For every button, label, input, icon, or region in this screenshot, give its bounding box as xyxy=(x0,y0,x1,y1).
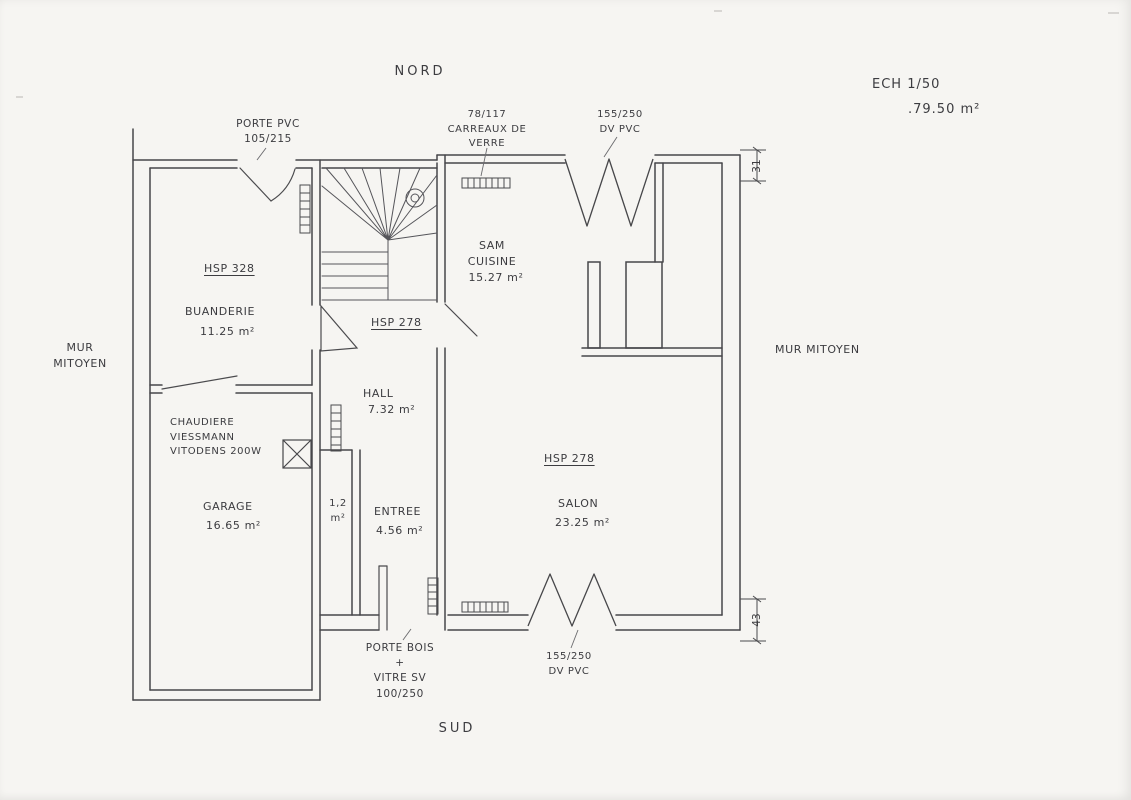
window-south-annotation: 155/250 DV PVC xyxy=(546,651,592,677)
door-hall-kitchen-leaf xyxy=(444,303,478,337)
salon-name-label: SALON xyxy=(558,497,599,510)
walls-group xyxy=(132,128,741,701)
leader-lines-group xyxy=(256,136,618,649)
radiator-hall xyxy=(330,404,342,452)
glass-blocks-panel xyxy=(461,177,511,189)
window-south-casement xyxy=(527,573,617,627)
dim-bottom-right-label: 43 xyxy=(751,613,763,627)
door-north-annotation: PORTE PVC 105/215 xyxy=(236,118,300,146)
garage-area-label: 16.65 m² xyxy=(206,519,261,532)
sam-cuisine-area-label: 15.27 m² xyxy=(468,271,524,284)
hall-name-label: HALL xyxy=(363,387,394,400)
dim-mark-bottom-right xyxy=(740,595,766,645)
stair-start-symbol xyxy=(405,188,425,208)
buanderie-area-label: 11.25 m² xyxy=(200,325,255,338)
door-south-annotation: PORTE BOIS + VITRE SV 100/250 xyxy=(365,642,435,700)
dimension-marks-group xyxy=(740,146,766,645)
scan-marks xyxy=(16,10,1119,98)
garage-name-label: GARAGE xyxy=(203,500,253,513)
hall-area-label: 7.32 m² xyxy=(368,403,416,416)
boiler-annotation: CHAUDIERE VIESSMANN VITODENS 200W xyxy=(170,417,262,457)
party-wall-right-label: MUR MITOYEN xyxy=(775,343,860,356)
glass-blocks-annotation: 78/117 CARREAUX DE VERRE xyxy=(447,109,527,149)
scale-label: ECH 1/50 xyxy=(872,77,941,92)
radiator-stairs xyxy=(299,184,311,234)
radiators-group xyxy=(299,177,511,615)
buanderie-name-label: BUANDERIE xyxy=(185,305,256,318)
hall-hsp-label: HSP 278 xyxy=(371,316,422,329)
door-south-leaf xyxy=(378,565,388,631)
window-north-casement xyxy=(564,158,654,227)
placard-area-label: 1,2 m² xyxy=(329,498,347,524)
dim-mark-top-right xyxy=(740,146,766,185)
doors-group xyxy=(161,167,478,631)
total-area-label: .79.50 m² xyxy=(908,102,981,117)
compass-south-label: SUD xyxy=(438,721,476,736)
door-buanderie-hall xyxy=(320,304,359,352)
windows-group xyxy=(527,158,654,627)
salon-hsp-label: HSP 278 xyxy=(544,452,595,465)
entree-area-label: 4.56 m² xyxy=(376,524,424,537)
compass-north-label: NORD xyxy=(394,64,446,79)
stairs-group xyxy=(321,167,438,301)
entree-name-label: ENTREE xyxy=(374,505,422,518)
dim-top-right-label: 31 xyxy=(751,159,763,173)
door-north-swing xyxy=(239,167,296,202)
side-glass-entrance xyxy=(427,577,439,615)
party-wall-left-label: MUR MITOYEN xyxy=(53,341,107,370)
glass-panel-south xyxy=(461,601,509,613)
door-buanderie-garage-leaf xyxy=(161,375,238,390)
buanderie-hsp-label: HSP 328 xyxy=(204,262,255,275)
salon-area-label: 23.25 m² xyxy=(555,516,610,529)
boiler-symbol xyxy=(282,439,312,469)
window-north-annotation: 155/250 DV PVC xyxy=(597,109,643,135)
sam-cuisine-name-label: SAM CUISINE xyxy=(467,239,517,268)
